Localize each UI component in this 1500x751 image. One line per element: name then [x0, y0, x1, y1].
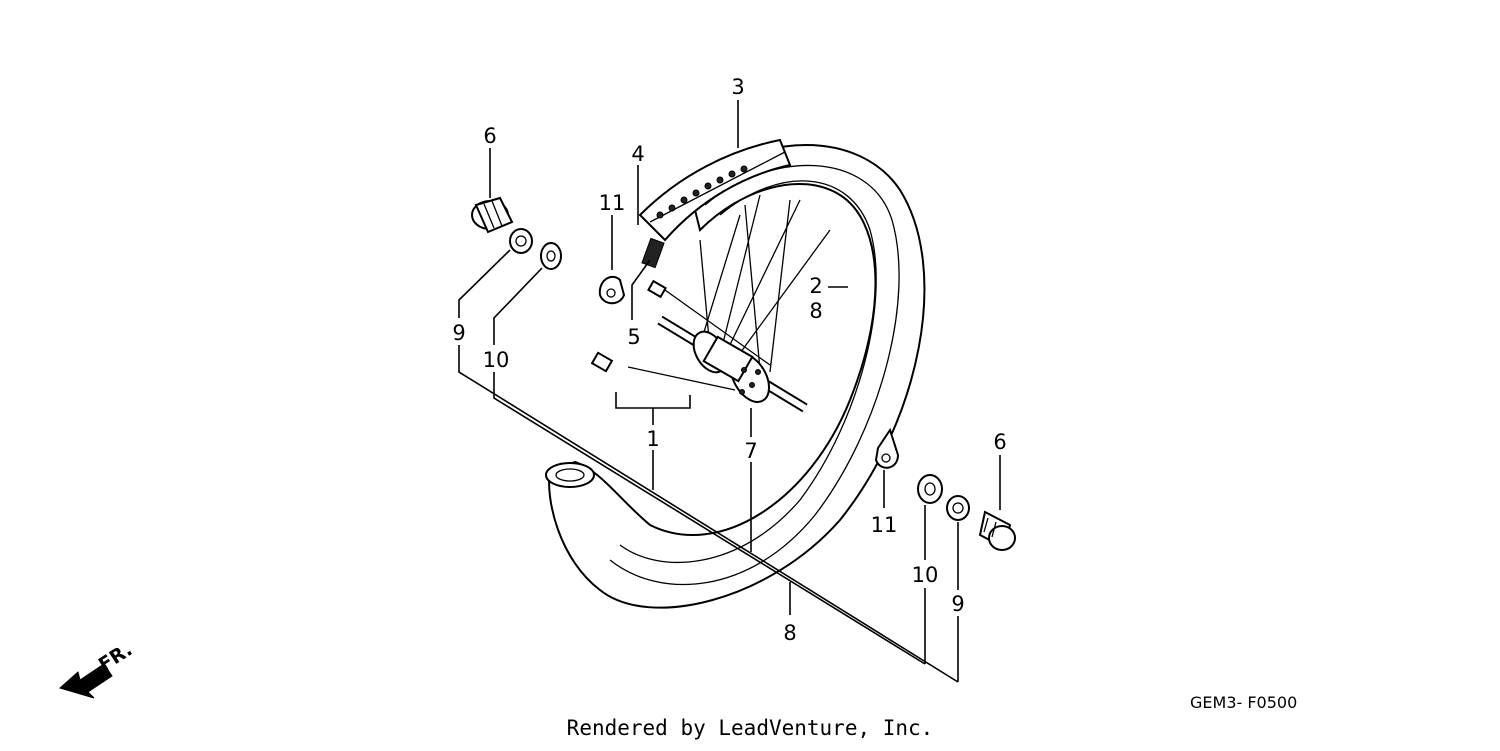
callout-11-right: 11: [871, 513, 898, 537]
axle-nut-left: [509, 228, 533, 254]
callout-9-right: 9: [951, 592, 964, 616]
callout-5: 5: [627, 325, 640, 349]
callout-9-left: 9: [452, 321, 465, 345]
axle-cap-right: [978, 510, 1016, 551]
tread-pattern: [656, 165, 748, 219]
axle-nut-right: [946, 495, 970, 521]
callout-3: 3: [731, 75, 744, 99]
callout-7: 7: [744, 439, 757, 463]
callout-6-right: 6: [993, 430, 1006, 454]
hub: [657, 315, 808, 413]
spokes: [627, 194, 831, 391]
lockplate-left: [598, 275, 626, 305]
washer-left: [540, 242, 562, 270]
callout-4: 4: [631, 142, 644, 166]
callout-1: 1: [646, 427, 659, 451]
tire-rim: [545, 138, 926, 609]
callout-labels: 1 2 8 3 4 5 6 6 7 8 9 9 10 10 11 11: [452, 75, 1006, 645]
axle-cap-left: [471, 196, 514, 234]
callout-10-left: 10: [483, 348, 510, 372]
washer-right: [917, 474, 943, 504]
leader-lines: [458, 100, 1001, 683]
callout-2: 2: [809, 274, 822, 298]
spoke-nipple: [590, 279, 667, 373]
callout-6-left: 6: [483, 124, 496, 148]
callout-10-right: 10: [912, 563, 939, 587]
front-direction-arrow: FR.: [58, 639, 136, 699]
diagram-code: GEM3- F0500: [1190, 693, 1297, 712]
callout-11-left: 11: [599, 191, 626, 215]
callout-8: 8: [783, 621, 796, 645]
render-credit: Rendered by LeadVenture, Inc.: [566, 716, 934, 740]
lockplate-right: [874, 427, 900, 469]
callout-2-8: 8: [809, 299, 822, 323]
